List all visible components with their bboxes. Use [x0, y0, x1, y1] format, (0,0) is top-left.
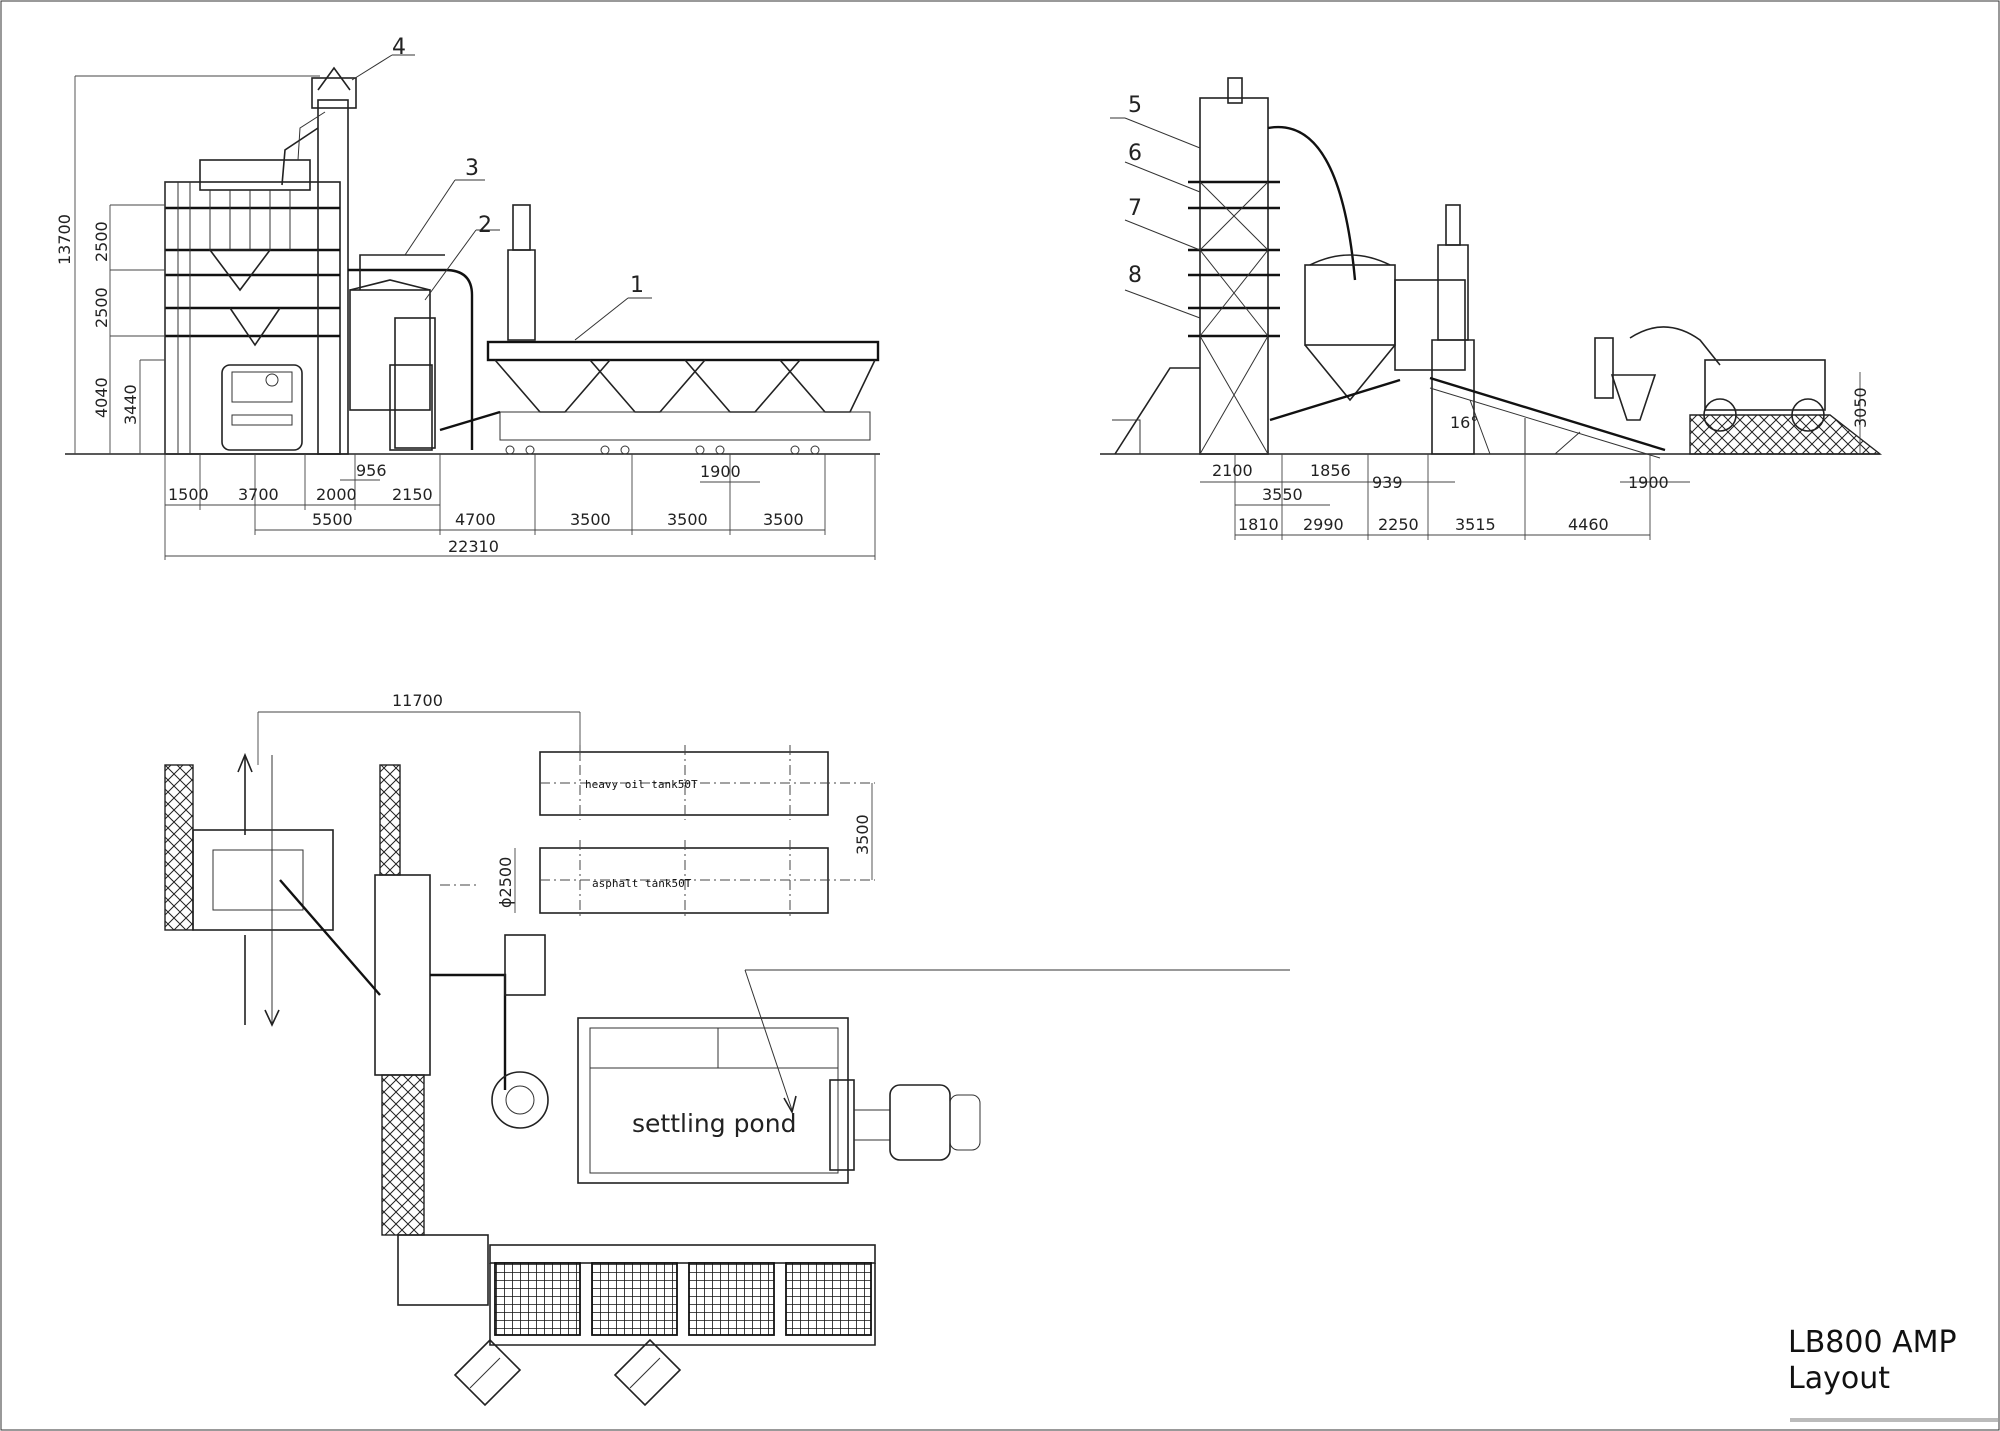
chimney-front [507, 204, 536, 341]
plan-excavator [889, 1084, 951, 1161]
dim-2250: 2250 [1378, 515, 1419, 534]
plan-tower-stair [164, 764, 194, 931]
settling-pond-label: settling pond [632, 1109, 796, 1138]
dim-3050: 3050 [1851, 387, 1870, 428]
mixing-tower [164, 159, 341, 455]
dim-3515: 3515 [1455, 515, 1496, 534]
heavy-oil-tank: heavy oil tank50T [539, 745, 875, 820]
dim-3500c: 3500 [763, 510, 804, 529]
callout-3: 3 [465, 156, 479, 181]
dim-956: 956 [356, 461, 387, 480]
title-block: LB800 AMP Layout [1788, 1325, 1998, 1422]
inclined-conveyor: 16° [1429, 376, 1666, 459]
side-tower [1112, 77, 1357, 455]
callout-8: 8 [1128, 263, 1142, 288]
dim-4700: 4700 [455, 510, 496, 529]
plan-burner-fan [491, 1071, 549, 1129]
dim-1900-side: 1900 [1628, 473, 1669, 492]
dryer-baghouse [348, 254, 474, 451]
callout-1: 1 [630, 273, 644, 298]
callout-4: 4 [392, 35, 406, 60]
plan-cold-bins [489, 1244, 876, 1346]
callout-7: 7 [1128, 196, 1142, 221]
callouts-side: 5 6 7 8 [1110, 93, 1201, 319]
hot-elevator [281, 66, 357, 455]
plan-dryer-drum [374, 874, 431, 1076]
horizontal-dimensions-side: 2100 3550 1856 939 1900 1810 2990 2250 3… [1200, 372, 1870, 540]
drawing-title: LB800 AMP [1788, 1325, 1957, 1360]
settling-pond: settling pond [577, 969, 1290, 1184]
cold-bin-side [1594, 337, 1657, 421]
chimney-side [1431, 204, 1475, 455]
dim-5500: 5500 [312, 510, 353, 529]
cold-feed-bins-front [439, 340, 880, 455]
dim-2150: 2150 [392, 485, 433, 504]
callout-6: 6 [1128, 141, 1142, 166]
callout-2: 2 [478, 213, 492, 238]
dim-22310: 22310 [448, 537, 499, 556]
callout-5: 5 [1128, 93, 1142, 118]
front-elevation-view: 1 2 3 4 13700 2500 2500 4040 3440 [55, 35, 880, 560]
dim-1810: 1810 [1238, 515, 1279, 534]
callouts-front: 1 2 3 4 [351, 35, 652, 341]
plan-view: 11700 heavy oil tank50T asphalt tank50T … [164, 691, 1290, 1407]
horizontal-dimensions-front: 956 1900 1500 3700 2000 2150 5500 4700 3… [164, 454, 876, 560]
asphalt-tank: asphalt tank50T [539, 840, 875, 920]
dim-1900-front: 1900 [700, 462, 741, 481]
plan-mixer-footprint [192, 829, 334, 931]
dim-3550: 3550 [1262, 485, 1303, 504]
dim-2500a: 2500 [92, 221, 111, 262]
dim-4040: 4040 [92, 377, 111, 418]
dim-939: 939 [1372, 473, 1403, 492]
dim-4460: 4460 [1568, 515, 1609, 534]
dim-2500b: 2500 [92, 287, 111, 328]
dim-3500-plan: 3500 [853, 814, 872, 855]
plan-feed-conveyor [381, 1074, 425, 1236]
truck-front [221, 364, 303, 451]
side-baghouse [1269, 254, 1466, 422]
vertical-dimensions-front: 13700 2500 2500 4040 3440 [55, 75, 320, 454]
heavy-oil-tank-label: heavy oil tank50T [585, 778, 698, 791]
dim-3700: 3700 [238, 485, 279, 504]
plan-loaders [453, 1338, 682, 1407]
asphalt-tank-label: asphalt tank50T [592, 877, 692, 890]
dim-3500b: 3500 [667, 510, 708, 529]
dim-2100: 2100 [1212, 461, 1253, 480]
dim-3440: 3440 [121, 384, 140, 425]
dim-13700: 13700 [55, 214, 74, 265]
dim-3500a: 3500 [570, 510, 611, 529]
dim-2990: 2990 [1303, 515, 1344, 534]
dim-1500: 1500 [168, 485, 209, 504]
drawing-subtitle: Layout [1788, 1361, 1890, 1396]
dim-11700: 11700 [392, 691, 443, 710]
angle-16: 16° [1450, 413, 1478, 432]
dim-2000: 2000 [316, 485, 357, 504]
side-elevation-view: 16° 5 6 7 8 [1100, 77, 1883, 540]
loading-ramp [1689, 414, 1883, 455]
dim-1856: 1856 [1310, 461, 1351, 480]
dim-phi2500: ϕ2500 [496, 857, 515, 908]
plan-elevator [379, 764, 401, 876]
